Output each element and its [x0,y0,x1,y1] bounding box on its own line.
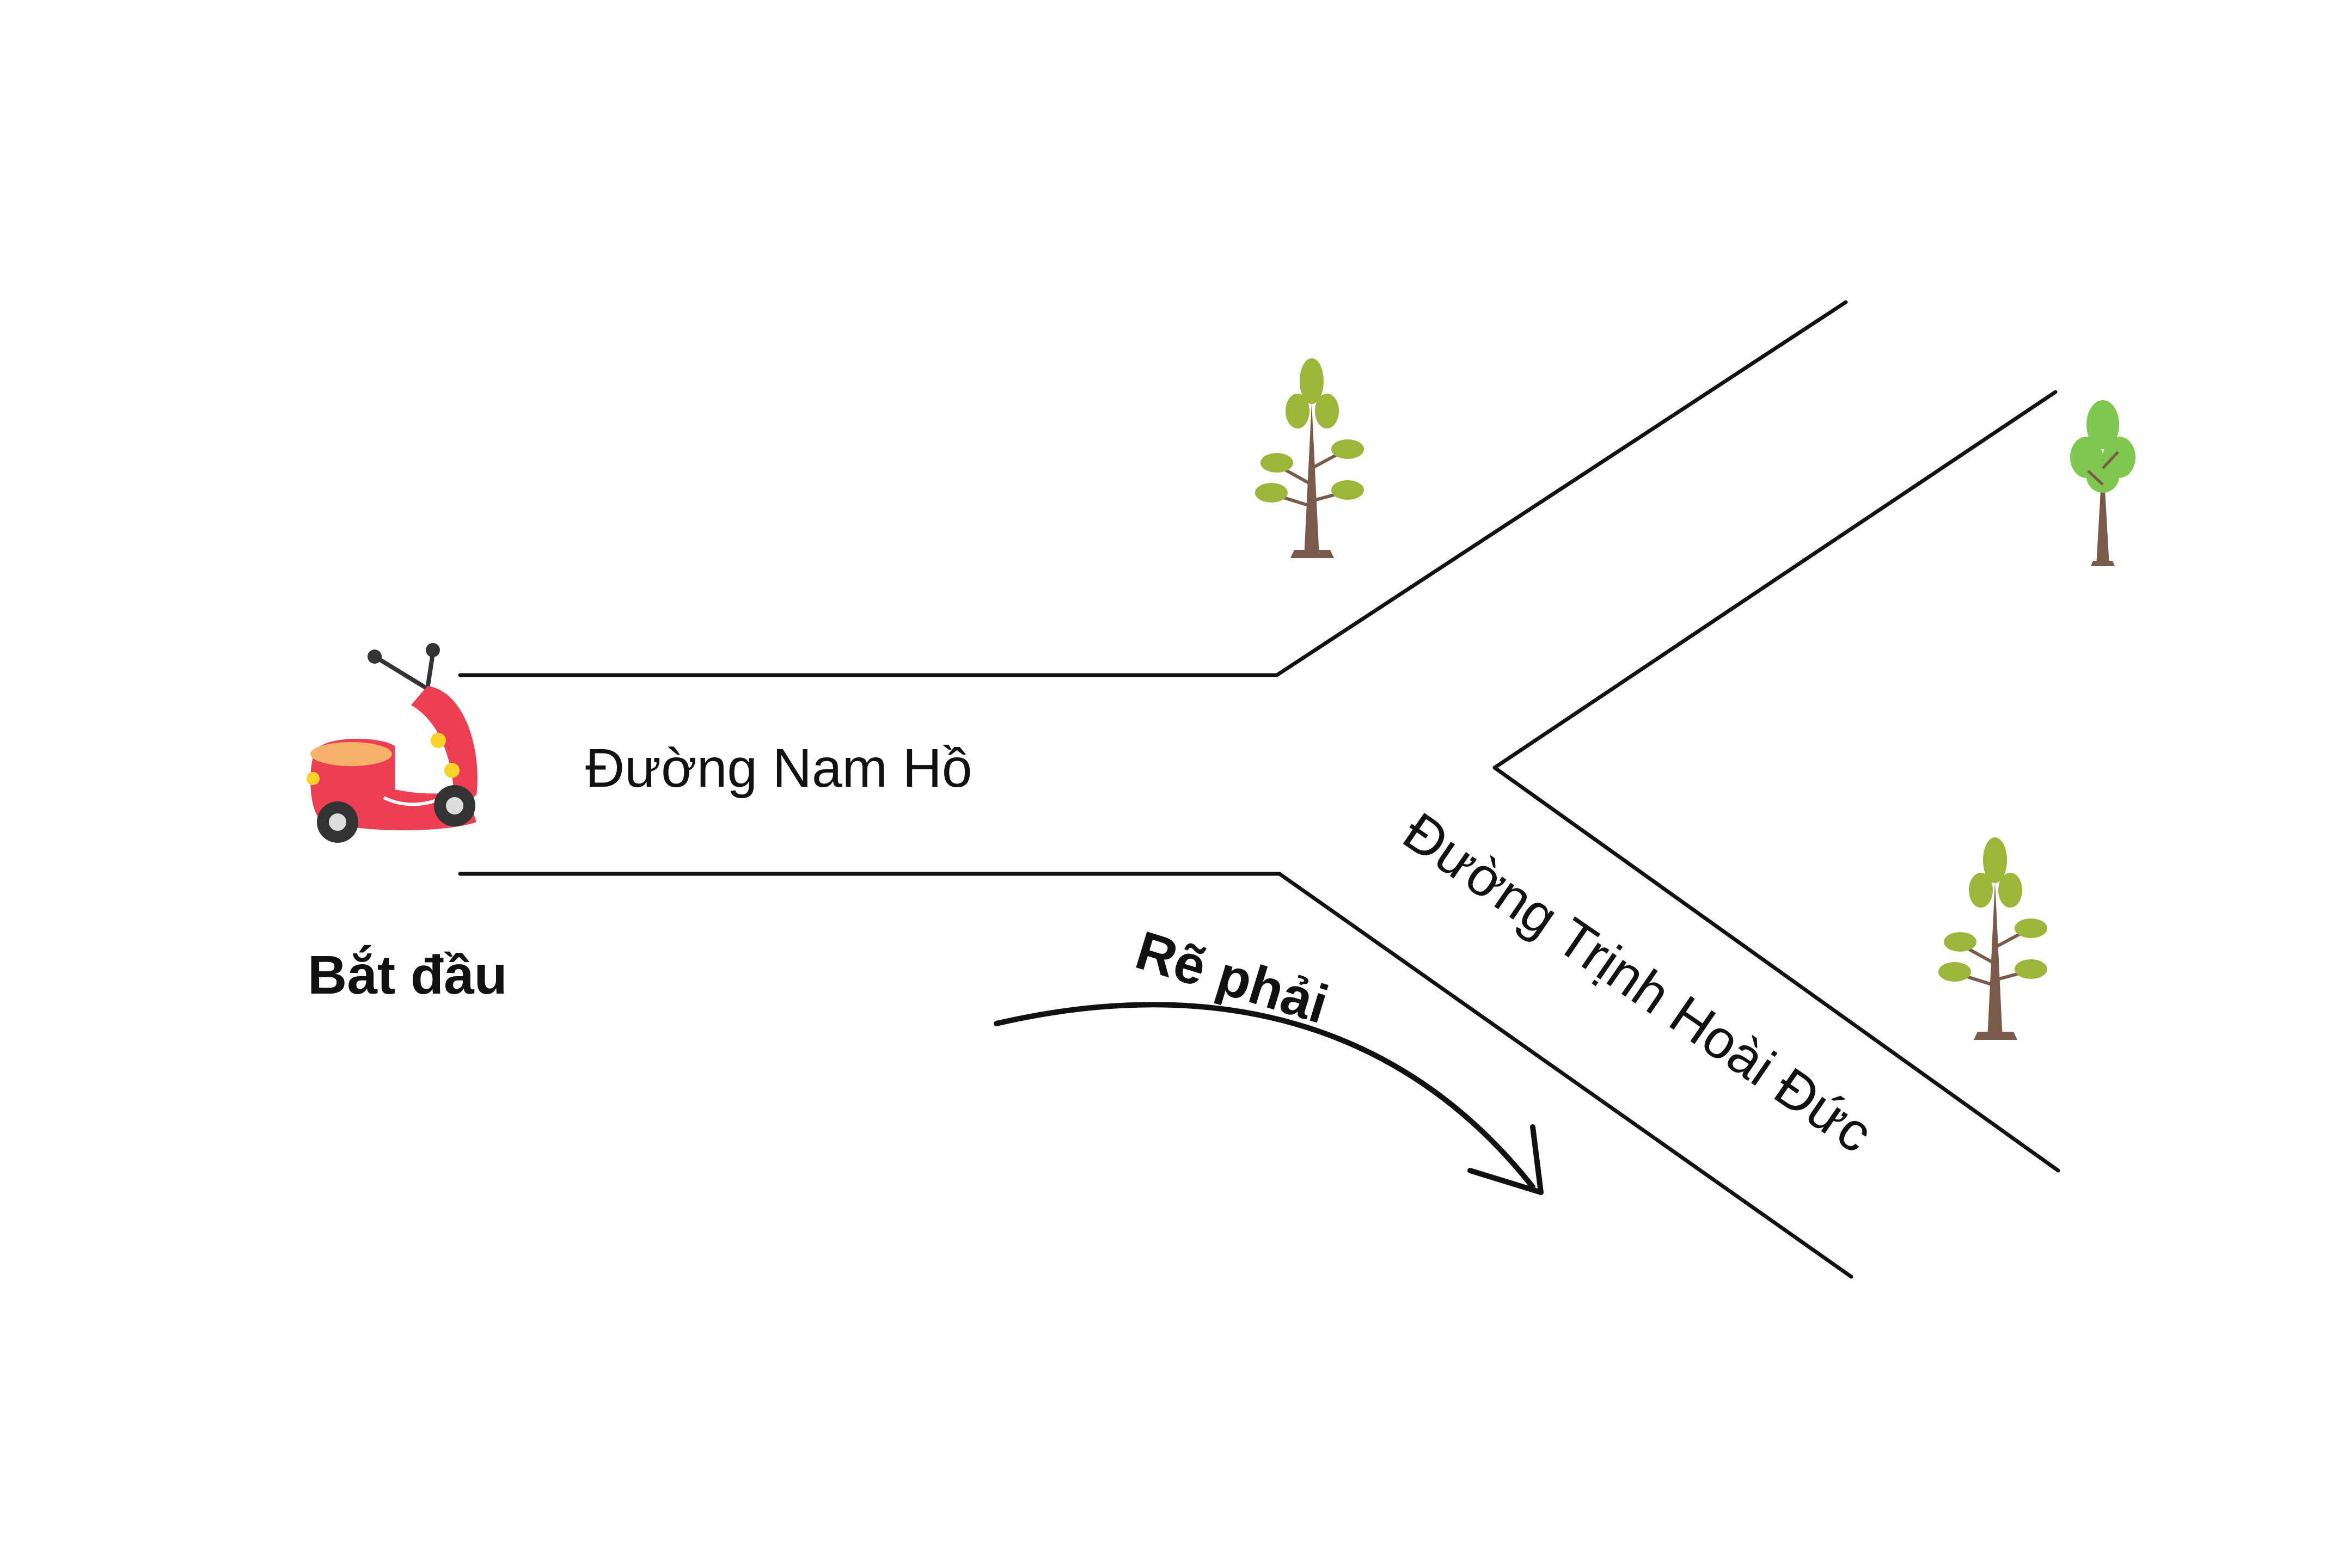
tree-icon [2070,400,2135,566]
roads [458,300,2060,1279]
main-road-top-edge [458,300,1848,677]
branch-road-edge [1492,390,2060,1173]
tree-icon [1938,837,2047,1040]
tree-icon [1255,358,1364,558]
main-road-bottom-edge [458,872,1853,1279]
turn-instruction-label: Rẽ phải [1129,920,1335,1036]
turn-arrow-icon [994,1002,1544,1195]
start-label: Bắt đầu [308,945,507,1006]
main-road-label: Đường Nam Hồ [585,738,972,799]
scooter-icon [307,643,478,843]
branch-road-label: Đường Trịnh Hoài Đức [1393,801,1883,1165]
